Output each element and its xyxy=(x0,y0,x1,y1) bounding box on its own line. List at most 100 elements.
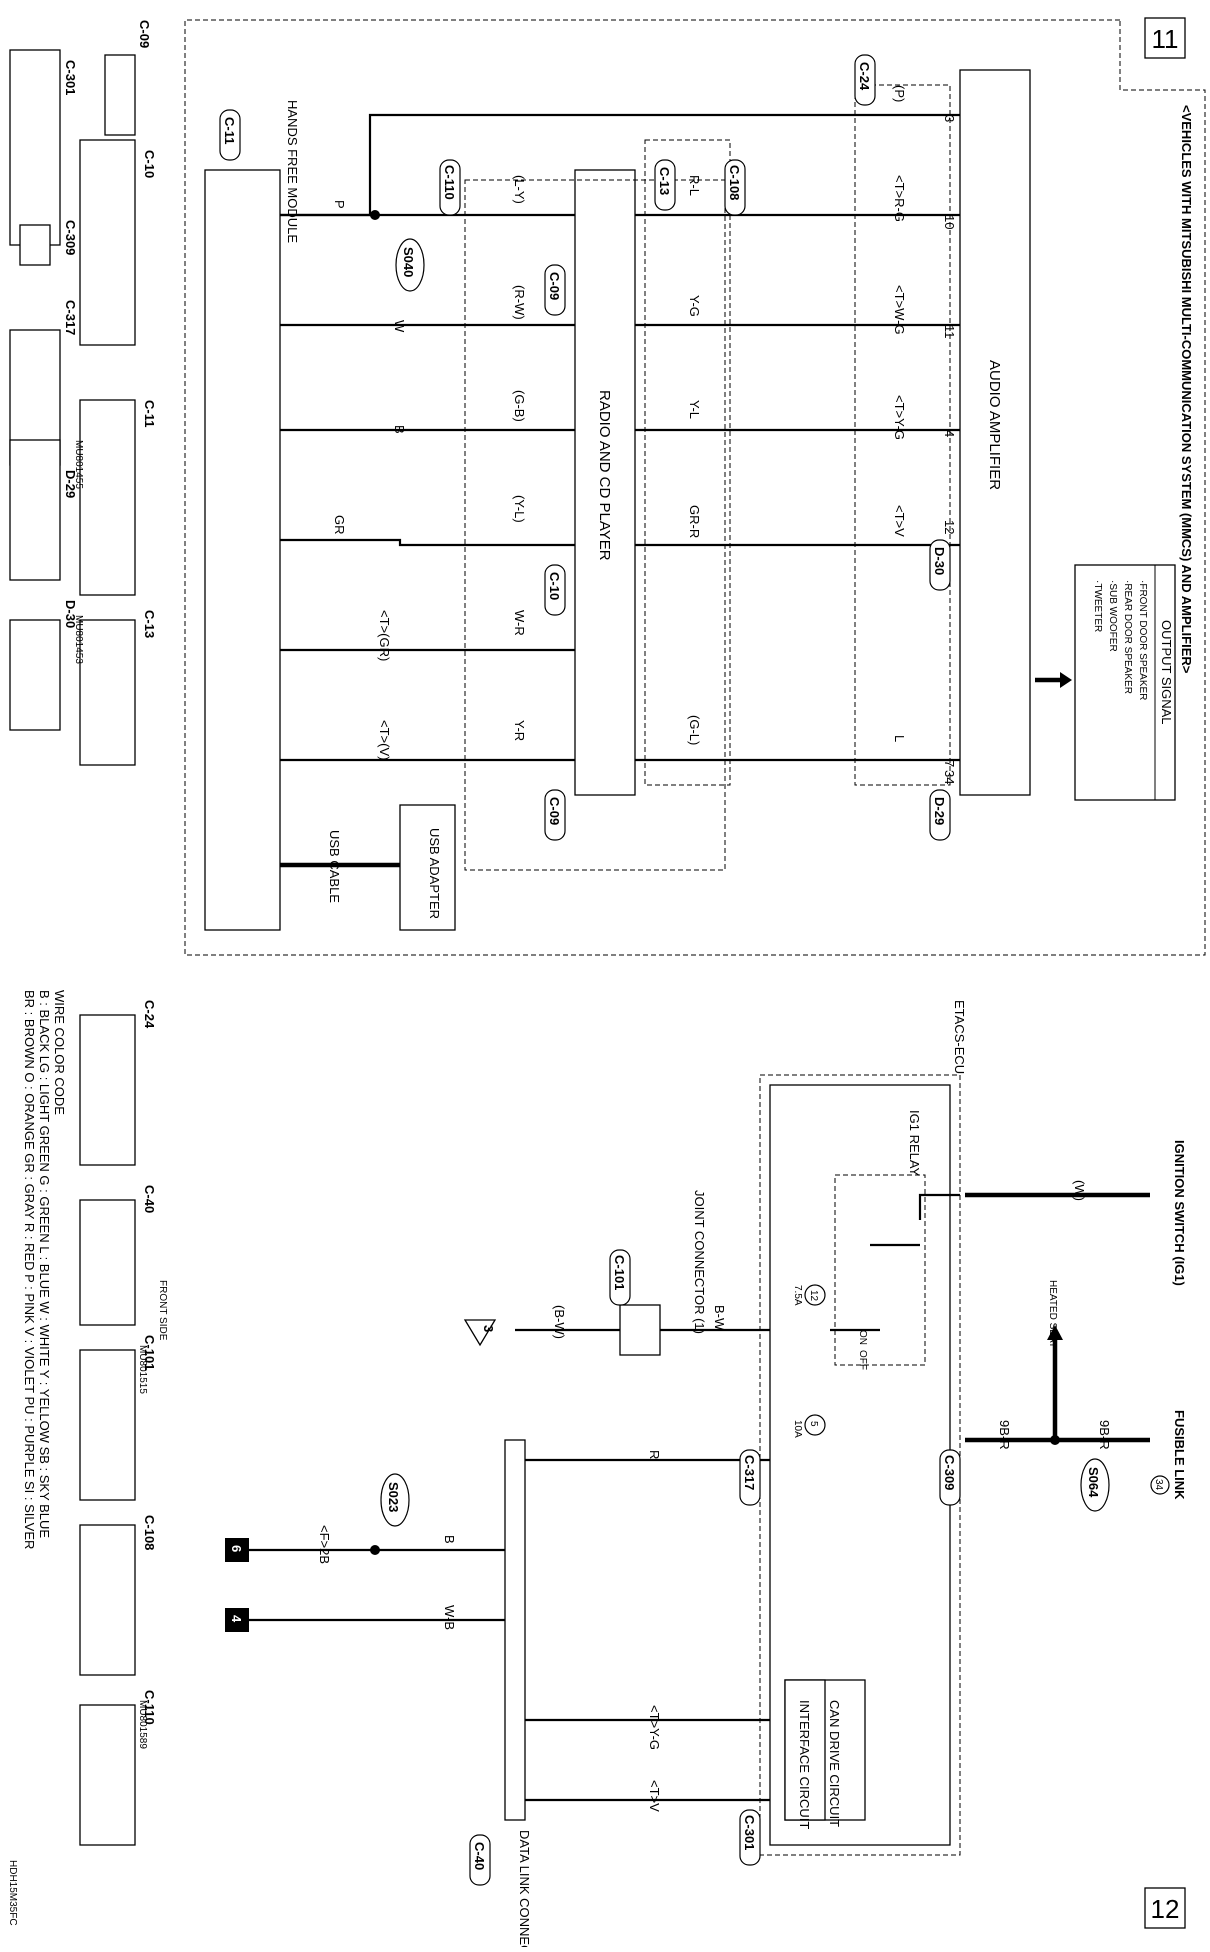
wire-label-gr-r: GR-R xyxy=(687,505,702,538)
audio-amplifier-label: AUDIO AMPLIFIER xyxy=(986,360,1003,490)
svg-text:C-317: C-317 xyxy=(63,300,78,335)
ig1-relay-box xyxy=(834,1174,926,1366)
wire-label-t-gr: <T>(GR) xyxy=(377,610,392,661)
svg-text:C-10: C-10 xyxy=(142,150,157,178)
svg-text:MU801453: MU801453 xyxy=(73,615,84,664)
wire-label-t-y-g: <T>Y-G xyxy=(892,395,907,440)
svg-text:C-309: C-309 xyxy=(942,1455,957,1490)
svg-text:B: B xyxy=(442,1535,457,1544)
connector-face-legends: C-301 C-09 C-10 C-309 C-317 C-11 D-29 C-… xyxy=(9,20,168,1846)
connector-c-110-tag: C-110 xyxy=(439,159,461,216)
svg-text:C-40: C-40 xyxy=(472,1842,487,1870)
svg-text:W-B: W-B xyxy=(442,1605,457,1630)
svg-text:12: 12 xyxy=(1151,1894,1180,1924)
svg-text:C-24: C-24 xyxy=(857,62,872,91)
svg-text:9B-R: 9B-R xyxy=(1097,1420,1112,1450)
amp-pin-11: 11 xyxy=(942,325,957,339)
output-item-sub-woofer: ·SUB WOOFER xyxy=(1107,580,1118,652)
radio-cd-player-label: RADIO AND CD PLAYER xyxy=(596,390,613,561)
splice-s040-badge: S040 xyxy=(395,238,425,292)
svg-text:C-301: C-301 xyxy=(742,1815,757,1850)
vehicle-option-frame xyxy=(184,19,1206,956)
connector-c-13-tag: C-13 xyxy=(654,159,676,211)
svg-text:S040: S040 xyxy=(401,247,416,277)
connector-face-c-101 xyxy=(79,1349,136,1501)
connector-c-309-tag: C-309 xyxy=(939,1449,961,1506)
amp-pin-7: 7 xyxy=(942,760,957,767)
wire-label-p-2: P xyxy=(332,200,347,209)
audio-amplifier-box xyxy=(959,69,1031,796)
connector-c-101-tag: C-101 xyxy=(609,1249,631,1306)
svg-text:(B-W): (B-W) xyxy=(552,1305,567,1339)
svg-text:BR : BROWN O : ORANGE GR :: BR : BROWN O : ORANGE GR : GRAY R : RED … xyxy=(22,990,37,1549)
svg-text:9B-R: 9B-R xyxy=(997,1420,1012,1450)
ignition-switch-label: IGNITION SWITCH (IG1) xyxy=(1172,1140,1187,1286)
svg-text:D-29: D-29 xyxy=(932,797,947,825)
svg-text:<F>2B: <F>2B xyxy=(317,1525,332,1564)
wire-label-t-r-g: <T>R-G xyxy=(892,175,907,222)
svg-text:C-110: C-110 xyxy=(442,165,457,200)
svg-text:C-11: C-11 xyxy=(142,400,157,427)
svg-text:<T>Y-G: <T>Y-G xyxy=(647,1705,662,1750)
svg-text:C-13: C-13 xyxy=(657,167,672,195)
page-number-12: 12 xyxy=(1144,1887,1186,1929)
output-item-rear-door: ·REAR DOOR SPEAKER xyxy=(1122,580,1133,694)
joint-connector-box xyxy=(619,1304,661,1356)
svg-text:C-09: C-09 xyxy=(547,272,562,300)
connector-c-09-tag-1: C-09 xyxy=(544,264,566,316)
svg-text:WIRE COLOR CODE: WIRE COLOR CODE xyxy=(52,990,67,1115)
heated-seat-label: HEATED SEAT xyxy=(1047,1280,1058,1348)
output-arrow-icon xyxy=(1060,672,1072,688)
svg-text:C-301: C-301 xyxy=(63,60,78,95)
interface-circuit-box xyxy=(784,1679,826,1821)
svg-text:S023: S023 xyxy=(386,1482,401,1512)
connector-face-c-301 xyxy=(9,49,61,246)
wire-label-w: W xyxy=(392,320,407,333)
connector-c-108-tag: C-108 xyxy=(724,159,746,216)
svg-text:C-10: C-10 xyxy=(547,572,562,600)
bottom-power-diagram: IGNITION SWITCH (IG1) (W) FUSIBLE LINK 3… xyxy=(225,1000,1187,1952)
connector-c-11-tag: C-11 xyxy=(219,109,241,161)
connector-d-30-tag: D-30 xyxy=(929,539,951,591)
output-signal-title: OUTPUT SIGNAL xyxy=(1159,620,1174,725)
wire-label-y-r: Y-R xyxy=(512,720,527,741)
connector-face-c-11 xyxy=(79,399,136,596)
svg-text:ON: ON xyxy=(857,1330,868,1345)
svg-text:S064: S064 xyxy=(1086,1467,1101,1498)
svg-text:B : BLACK LG : LIGHT GREEN: B : BLACK LG : LIGHT GREEN G : GREEN L :… xyxy=(37,990,52,1538)
svg-text:C-40: C-40 xyxy=(142,1185,157,1213)
svg-text:C-101: C-101 xyxy=(142,1335,157,1370)
heated-seat-arrow-icon xyxy=(1047,1325,1063,1340)
radio-cd-player-box xyxy=(574,169,636,796)
wire-label-y-g: Y-G xyxy=(687,295,702,317)
output-item-front-door: ·FRONT DOOR SPEAKER xyxy=(1137,580,1148,700)
connector-face-c-10 xyxy=(79,139,136,346)
amp-pin-4: 4 xyxy=(942,430,957,437)
wire-label-t-w-g: <T>W-G xyxy=(892,285,907,335)
svg-text:C-13: C-13 xyxy=(142,610,157,638)
wire-color-code: WIRE COLOR CODE B : BLACK LG : LIGHT GRE… xyxy=(7,990,67,1926)
connector-face-c-108 xyxy=(79,1524,136,1676)
svg-text:OFF: OFF xyxy=(857,1350,868,1370)
svg-text:MU801515: MU801515 xyxy=(137,1345,148,1394)
svg-text:C-09: C-09 xyxy=(547,797,562,825)
svg-text:C-11: C-11 xyxy=(222,117,237,144)
usb-adapter-box xyxy=(399,804,456,931)
svg-text:B-W: B-W xyxy=(712,1305,727,1331)
wire-label-r-w: (R-W) xyxy=(512,285,527,320)
svg-text:D-30: D-30 xyxy=(932,547,947,575)
usb-cable-label: USB CABLE xyxy=(327,830,342,903)
diagram-id: HDH15M35FC xyxy=(7,1860,18,1926)
svg-text:C-24: C-24 xyxy=(142,1000,157,1029)
joint-connector-label: JOINT CONNECTOR (1) xyxy=(692,1190,707,1334)
connector-face-d-29 xyxy=(9,439,61,581)
svg-text:5: 5 xyxy=(808,1421,819,1427)
data-link-connector-box xyxy=(504,1439,526,1821)
wire-label-g-l: (G-L) xyxy=(687,715,702,745)
vehicle-note: <VEHICLES WITH MITSUBISHI MULTI-COMMUNIC… xyxy=(1179,105,1194,674)
svg-text:MU801455: MU801455 xyxy=(73,440,84,489)
svg-text:12: 12 xyxy=(808,1290,819,1302)
svg-text:(W): (W) xyxy=(1072,1180,1087,1201)
svg-text:3: 3 xyxy=(481,1325,496,1332)
ground-4-badge: 4 xyxy=(225,1608,249,1632)
